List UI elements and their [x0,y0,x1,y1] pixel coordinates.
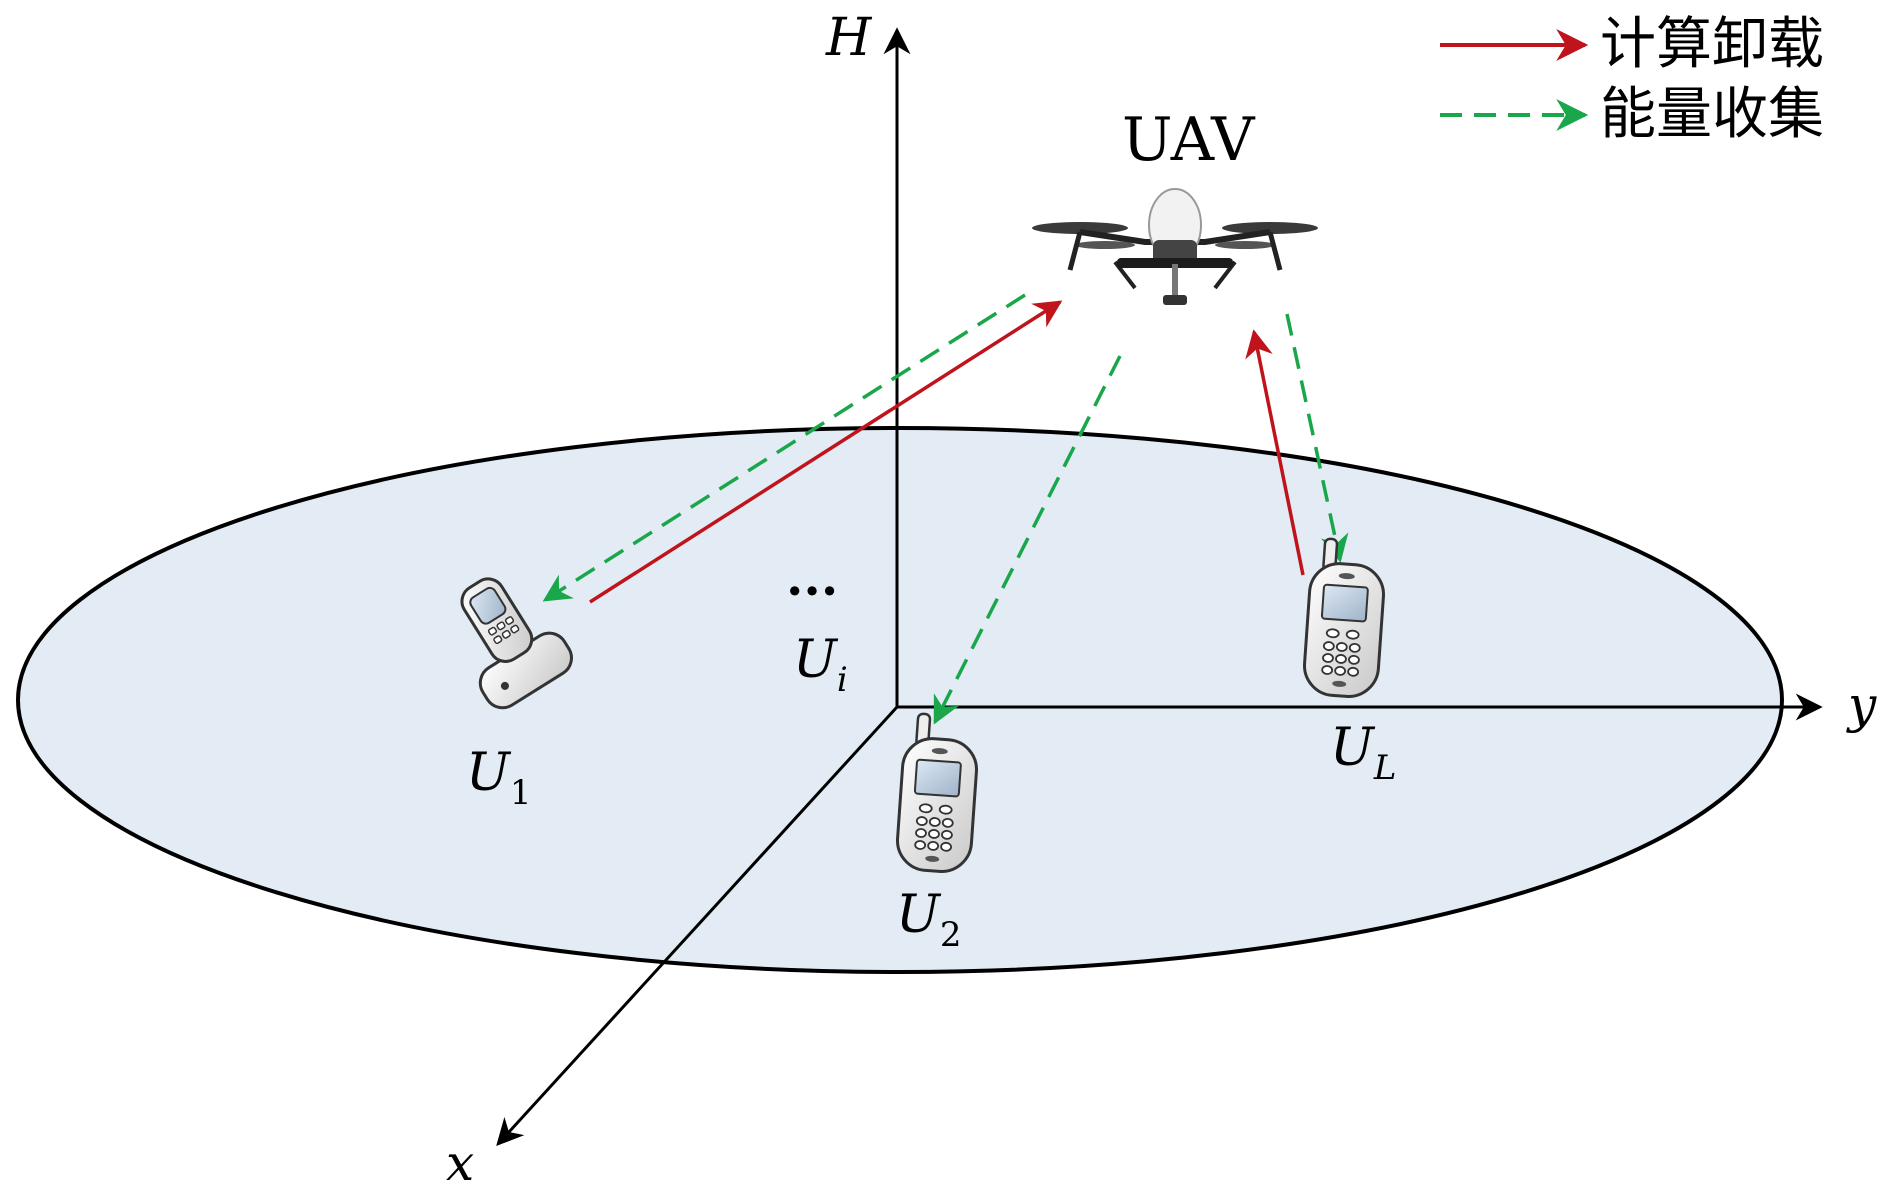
legend-offload-label: 计算卸载 [1600,12,1824,77]
u2-label: U2 [896,885,961,955]
ul-handset-icon [1303,537,1385,698]
legend: 计算卸载 能量收集 [1440,12,1824,147]
h-axis-label: H [825,8,873,68]
ul-label-base: U [1330,718,1376,778]
u1-label-base: U [466,743,512,803]
harvest-link-u2 [933,355,1122,725]
harvest-link-ul [1285,313,1349,563]
ui-label-base: U [793,630,839,690]
u1-flip-phone-icon [460,577,573,710]
u1-label: U1 [466,743,531,813]
offload-link-ul [1245,329,1305,576]
legend-harvest-label: 能量收集 [1600,82,1824,147]
ul-label-sub: L [1373,748,1397,788]
harvest-link-u1 [542,293,1026,602]
uav-drone-icon [1032,188,1318,305]
uav-label: UAV [1122,105,1256,175]
u1-label-sub: 1 [510,773,532,813]
u2-label-base: U [896,885,942,945]
x-axis [496,705,899,1146]
offload-link-u1 [589,300,1063,604]
ellipsis-label: ··· [786,561,838,620]
x-axis-label: x [446,1134,474,1192]
ul-label: UL [1330,718,1396,788]
y-axis-label: y [1846,676,1877,734]
u2-handset-icon [896,712,978,873]
ui-label-sub: i [837,660,848,700]
ui-label: Ui [793,630,848,700]
u2-label-sub: 2 [940,915,962,955]
